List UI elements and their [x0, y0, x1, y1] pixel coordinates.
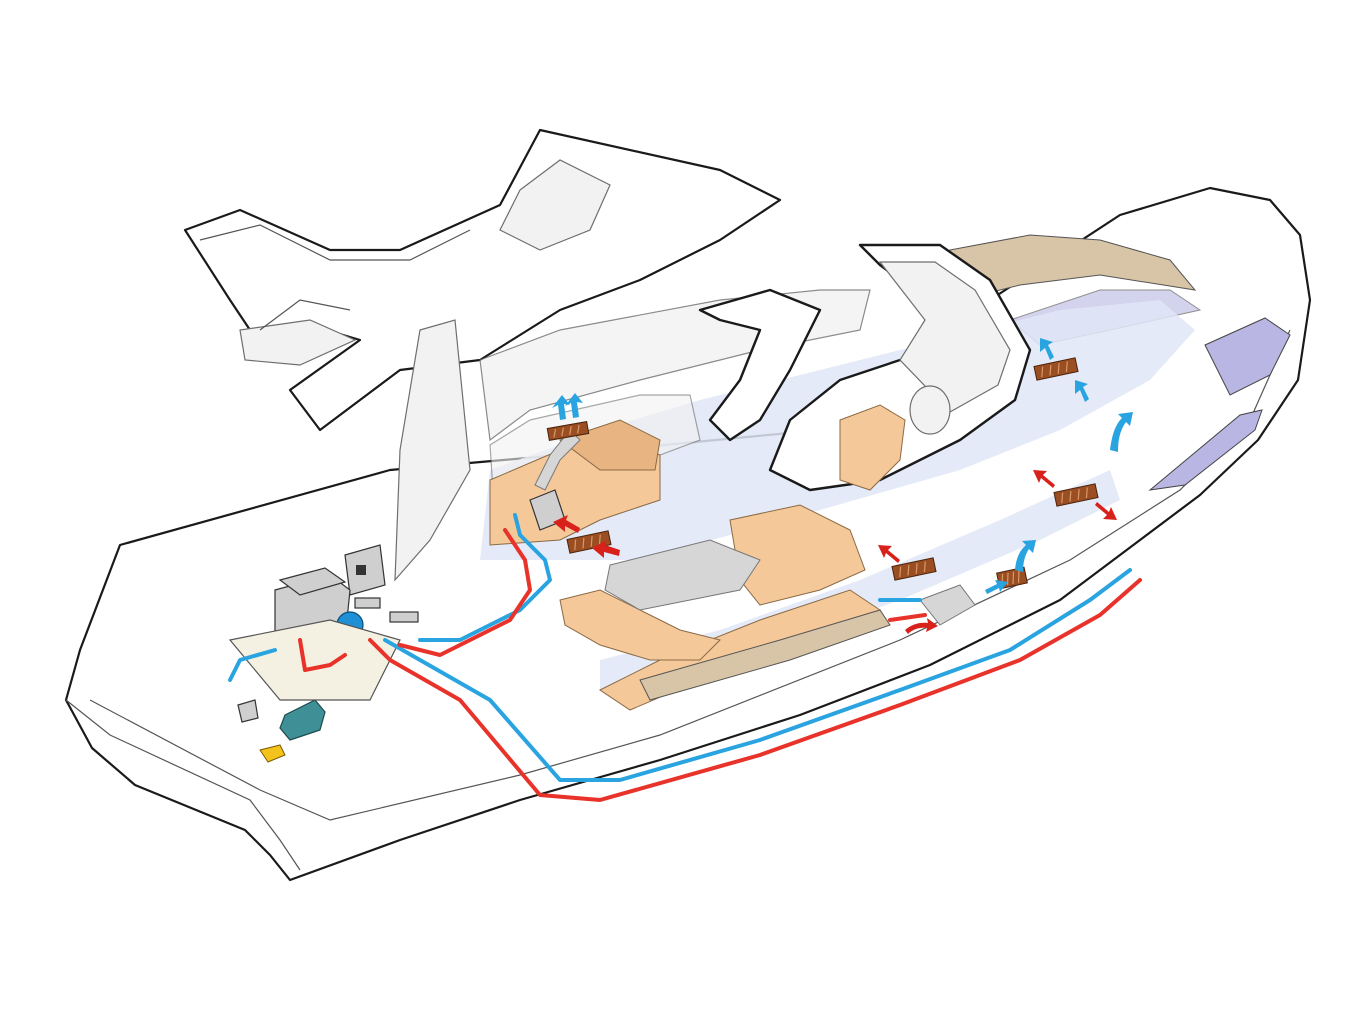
return-arrow-icon — [592, 540, 620, 558]
vent-slat — [923, 561, 926, 572]
engine-loop-red — [298, 638, 347, 672]
bow-accent-lower — [1148, 409, 1263, 491]
hot-return-saloon — [398, 528, 532, 657]
vent-slat — [598, 534, 601, 545]
porthole — [909, 385, 951, 435]
vent-bow-top — [1033, 357, 1079, 381]
vent-slat — [1061, 492, 1064, 504]
flybridge-rail-2 — [259, 299, 351, 331]
vent-slat — [1041, 366, 1044, 378]
vent-slat — [915, 563, 918, 574]
fan-coil-forward-icon — [919, 584, 976, 626]
engine-room — [228, 567, 419, 763]
vent-slat — [1049, 364, 1052, 376]
chiller-top — [278, 567, 347, 596]
hot-return-main — [368, 578, 1142, 802]
return-arrow-icon — [1095, 502, 1117, 520]
vent-midship — [891, 557, 937, 581]
manifold-1 — [354, 597, 381, 609]
seacock-icon — [259, 744, 286, 763]
manifold-2 — [389, 611, 419, 623]
curved-supply-arrow-icon — [1110, 412, 1133, 452]
curved-supply-arrow-icon — [1015, 540, 1036, 572]
curved-return-arrow-icon — [905, 618, 938, 634]
strainer-icon — [237, 699, 259, 723]
supply-arrow-icon — [1075, 380, 1089, 402]
vent-slat — [1057, 363, 1060, 374]
vent-saloon-left — [566, 530, 612, 554]
vent-slat — [1085, 487, 1088, 498]
hull-chine-line — [65, 699, 301, 871]
vent-bow — [1053, 483, 1099, 507]
control-panel — [344, 544, 386, 596]
return-arrow-icon — [1033, 470, 1055, 488]
vent-slat — [582, 537, 585, 549]
engine-room-floor — [228, 619, 401, 701]
vent-slat — [569, 426, 572, 435]
airflow-arrows — [552, 338, 1133, 634]
vent-slat — [553, 429, 557, 438]
dinette-table — [604, 539, 761, 611]
flybridge-seat — [239, 319, 357, 366]
vent-slat — [1065, 361, 1068, 372]
vent-slat — [1017, 570, 1020, 583]
cold-supply-saloon — [418, 513, 552, 642]
cabin-roof-arch — [698, 288, 822, 442]
return-arrow-icon — [553, 515, 580, 533]
vent-slat — [1012, 571, 1015, 584]
supply-arrow-icon — [1040, 338, 1054, 360]
helm-chair — [839, 404, 906, 491]
vent-slat — [1069, 490, 1072, 502]
windshield-glass — [878, 261, 1011, 413]
panel-switch — [356, 565, 366, 575]
supply-arrow-icon — [565, 393, 583, 418]
flybridge — [183, 128, 782, 432]
aft-pillar — [394, 319, 471, 582]
upholstery — [489, 385, 951, 711]
cold-supply-main — [383, 568, 1132, 782]
vent-saloon-top — [546, 421, 590, 441]
curved-settee — [559, 589, 721, 661]
flybridge-rail — [199, 224, 471, 261]
vent-slat — [907, 564, 910, 576]
windshield — [698, 243, 1032, 492]
bow-accent-upper — [1204, 317, 1291, 396]
return-arrow-icon — [878, 545, 900, 563]
vent-slat — [1006, 572, 1009, 586]
vent-slat — [561, 427, 564, 437]
vent-slat — [574, 539, 577, 551]
air-handler — [529, 429, 581, 531]
piping — [228, 513, 1142, 802]
flybridge-helm — [499, 159, 611, 251]
vent-slat — [1077, 489, 1080, 500]
hot-fan-coil — [888, 613, 927, 622]
flybridge-deck — [183, 128, 782, 432]
supply-arrow-icon — [985, 580, 1008, 594]
supply-arrow-icon — [552, 395, 570, 420]
seawater-intake — [228, 648, 277, 682]
vent-slat — [899, 566, 902, 578]
vent-slat — [590, 536, 593, 547]
cabin-sole-board — [639, 609, 891, 701]
vent-slat — [576, 424, 580, 434]
